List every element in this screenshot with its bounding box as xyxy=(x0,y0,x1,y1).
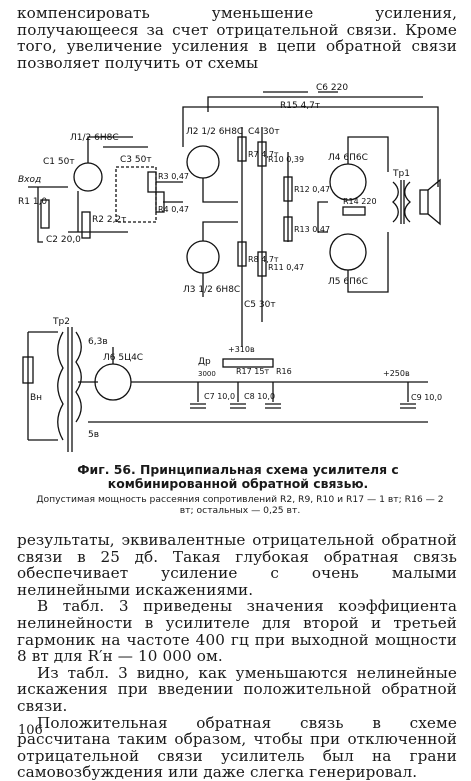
label-r12: R12 0,47 xyxy=(294,185,330,194)
label-l3: Л3 1/2 6Н8С xyxy=(183,285,240,295)
label-c1: С1 50т xyxy=(43,157,75,167)
label-l2: Л2 1/2 6Н8С xyxy=(186,127,243,137)
paragraph-2: В табл. 3 приведены значения коэффициент… xyxy=(17,597,457,666)
label-vhod: Вход xyxy=(18,175,41,185)
label-r13: R13 0,47 xyxy=(294,225,330,234)
label-r16: R16 xyxy=(276,367,292,376)
label-c2: С2 20,0 xyxy=(46,235,81,245)
label-l1: Л1/2 6Н8С xyxy=(70,133,119,143)
figure-note: Допустимая мощность рассеяния сопротивле… xyxy=(36,494,444,516)
label-v5: 5в xyxy=(88,430,99,440)
page-number: 106 xyxy=(18,723,43,738)
label-r7: R7 4,7т xyxy=(248,150,279,159)
label-r3: R3 0,47 xyxy=(158,172,189,181)
label-dr: Др xyxy=(198,357,211,367)
label-c8: С8 10,0 xyxy=(244,392,275,401)
label-l6: Л6 5Ц4С xyxy=(103,353,143,363)
label-c7: С7 10,0 xyxy=(204,392,235,401)
label-r10: R10 0,39 xyxy=(268,155,304,164)
label-l4: Л4 6П6С xyxy=(328,153,368,163)
book-page: компенсировать уменьшение усиления, полу… xyxy=(17,4,457,781)
label-c4: С4 30т xyxy=(248,127,280,137)
label-vn: Вн xyxy=(30,393,42,403)
label-c5: С5 30т xyxy=(244,300,276,310)
top-paragraph: компенсировать уменьшение усиления, полу… xyxy=(17,4,457,72)
label-r17: R17 15т xyxy=(236,367,269,376)
label-v310: +310в xyxy=(228,345,255,354)
label-dr-detail: 3000 xyxy=(198,370,216,378)
label-c9: С9 10,0 xyxy=(411,393,442,402)
label-l5: Л5 6П6С xyxy=(328,277,368,287)
label-c3: С3 50т xyxy=(120,155,152,165)
label-r8: R8 4,7т xyxy=(248,255,279,264)
body-text: результаты, эквивалентные отрицательной … xyxy=(17,532,457,781)
label-r2: R2 2,2т xyxy=(92,215,126,225)
paragraph-4: Положительная обратная связь в схеме рас… xyxy=(17,713,457,781)
paragraph-1: результаты, эквивалентные отрицательной … xyxy=(17,531,457,599)
label-r1: R1 1,0 xyxy=(18,197,47,207)
label-v250: +250в xyxy=(383,369,410,378)
label-r11: R11 0,47 xyxy=(268,263,304,272)
paragraph-3: Из табл. 3 видно, как уменьшаются нелине… xyxy=(17,663,457,715)
label-r14: R14 220 xyxy=(343,197,377,206)
label-r15: R15 4,7т xyxy=(280,101,320,111)
amplifier-schematic: Л1/2 6Н8С С1 50т Вход R1 1,0 С2 20,0 R2 … xyxy=(18,83,442,452)
label-c6: С6 220 xyxy=(316,83,348,93)
label-tr1: Тр1 xyxy=(392,169,410,179)
label-tr2: Тр2 xyxy=(52,317,70,327)
figure-caption: Фиг. 56. Принципиальная схема усилителя … xyxy=(77,462,399,491)
label-v63a: 6,3в xyxy=(88,337,108,347)
label-r4: R4 0,47 xyxy=(158,205,189,214)
